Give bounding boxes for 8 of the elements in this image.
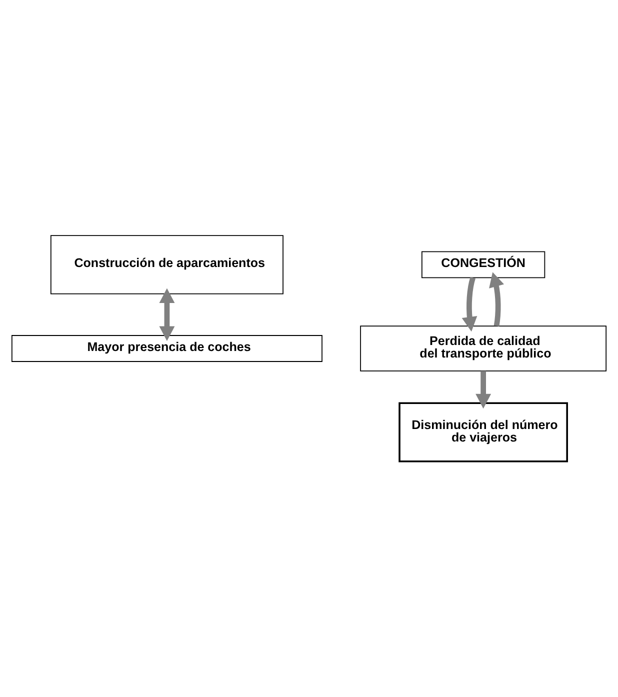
arrow: [476, 370, 492, 409]
arrow: [159, 288, 175, 342]
node-box: Disminución del número de viajeros: [398, 402, 568, 462]
node-box: Construcción de aparcamientos: [50, 235, 284, 294]
node-box: Perdida de calidad del transporte público: [360, 326, 607, 372]
node-box: CONGESTIÓN: [421, 251, 546, 278]
node-box: Mayor presencia de coches: [11, 335, 322, 362]
arrow: [489, 272, 504, 326]
